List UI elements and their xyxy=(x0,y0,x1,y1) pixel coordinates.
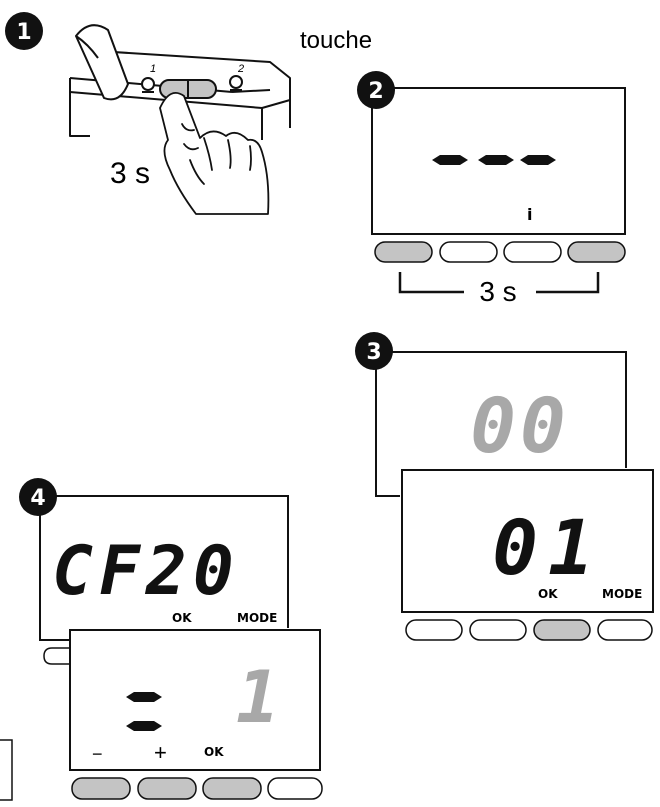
key-mark-1-icon xyxy=(141,77,155,91)
step-2-button-4[interactable] xyxy=(567,241,626,263)
step-3-button-4[interactable] xyxy=(597,619,653,641)
step-1-badge-number: 1 xyxy=(16,20,31,45)
step-4-badge xyxy=(19,478,57,516)
step-1-duration: 3 s xyxy=(110,157,150,190)
step-1-badge xyxy=(5,12,43,50)
display-dashes xyxy=(432,155,556,165)
step-4: 4 CF20 OK MODE 1 − + OK xyxy=(19,478,323,800)
step-2-button-1[interactable] xyxy=(374,241,433,263)
key-mark-1-label: 1 xyxy=(150,63,156,75)
step-4-button-mode[interactable] xyxy=(267,777,323,800)
step-3-mode-label: MODE xyxy=(602,587,642,601)
step-3-front-value: 01 xyxy=(492,503,604,592)
step-4-front-dashes xyxy=(126,692,162,731)
step-4-button-ok[interactable] xyxy=(202,777,262,800)
step-4-back-button-edge xyxy=(43,647,70,665)
minus-label: − xyxy=(92,744,103,764)
step-2-duration: 3 s xyxy=(479,276,516,307)
step-3: 3 00 01 OK MODE xyxy=(355,332,654,641)
step-2-badge xyxy=(357,71,395,109)
step-4-front-value: 1 xyxy=(236,655,279,739)
touche-label: touche xyxy=(300,27,372,54)
key-mark-2-label: 2 xyxy=(237,63,244,75)
step-3-button-1[interactable] xyxy=(405,619,463,641)
step-4-front-ok-label: OK xyxy=(204,745,224,759)
step-1: 1 1 2 xyxy=(5,12,372,215)
step-3-front-display xyxy=(401,469,654,613)
step-4-back-value: CF20 xyxy=(52,532,240,611)
step-2-badge-number: 2 xyxy=(368,79,383,104)
step-3-button-2[interactable] xyxy=(469,619,527,641)
key-mark-2-icon xyxy=(229,75,243,89)
step-4-front-display xyxy=(69,629,321,771)
edge-mark xyxy=(0,739,13,801)
step-3-back-value: 00 xyxy=(470,381,570,470)
step-3-badge-number: 3 xyxy=(366,340,381,365)
step-4-button-plus[interactable] xyxy=(137,777,197,800)
step-2-button-2[interactable] xyxy=(439,241,498,263)
step-3-ok-label: OK xyxy=(538,587,558,601)
step-3-badge xyxy=(355,332,393,370)
step-4-badge-number: 4 xyxy=(30,486,45,511)
step-3-button-3[interactable] xyxy=(533,619,591,641)
device-illustration xyxy=(69,24,291,140)
step-4-back-mode-label: MODE xyxy=(237,611,277,625)
step-4-back-display xyxy=(39,495,289,641)
info-icon: i xyxy=(527,205,532,224)
hand-icon xyxy=(159,92,270,215)
step-4-back-ok-label: OK xyxy=(172,611,192,625)
step-4-button-minus[interactable] xyxy=(71,777,131,800)
step-2-button-3[interactable] xyxy=(503,241,562,263)
duration-bracket xyxy=(398,272,600,294)
step-2: 2 i 3 s xyxy=(357,71,626,307)
step-3-back-display xyxy=(375,351,627,497)
plus-label: + xyxy=(154,740,167,765)
